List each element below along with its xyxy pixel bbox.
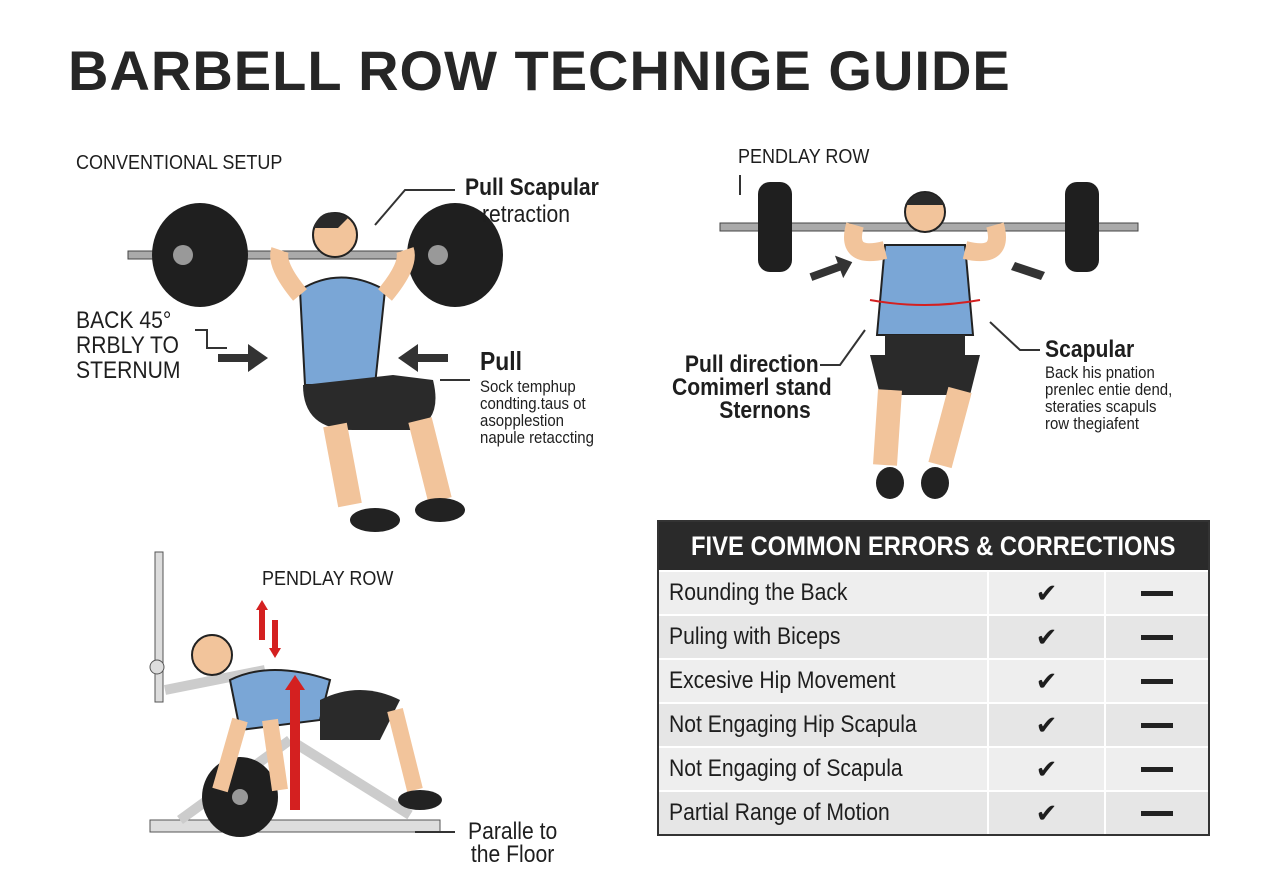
pull-scapular-label: Pull Scapular (465, 174, 599, 201)
line: Sternons (719, 397, 811, 424)
error-label: Rounding the Back (669, 579, 848, 606)
check-icon: ✔ (989, 572, 1106, 614)
line: Paralle to (468, 818, 558, 845)
parallel-floor-label: Paralle to the Floor (468, 818, 558, 868)
error-label: Excesive Hip Movement (669, 667, 896, 694)
table-row: Rounding the Back ✔ (659, 570, 1208, 614)
back-angle-label: BACK 45° RRBLY TO STERNUM (76, 308, 180, 383)
check-icon: ✔ (989, 660, 1106, 702)
scapular-description: Back his pnation prenlec entie dend, ste… (1045, 364, 1172, 432)
check-icon: ✔ (989, 616, 1106, 658)
table-header: FIVE COMMON ERRORS & CORRECTIONS (659, 522, 1208, 570)
desc-line: steraties scapuls (1045, 397, 1157, 416)
line: Comimerl stand (672, 374, 832, 401)
pull-description: Sock temphup condting.taus ot asopplesti… (480, 378, 594, 446)
table-row: Partial Range of Motion ✔ (659, 790, 1208, 834)
arrow-left-icon (398, 344, 448, 372)
dash-icon (1141, 810, 1173, 816)
pull-label: Pull (480, 346, 522, 376)
back-line: BACK 45° (76, 307, 172, 334)
dash-icon (1141, 678, 1173, 684)
page-title: BARBELL ROW TECHNIGE GUIDE (68, 39, 1011, 102)
desc-line: napule retaccting (480, 428, 594, 447)
desc-line: Sock temphup (480, 377, 576, 396)
pull-direction-label: Pull direction Comimerl stand Sternons (672, 351, 832, 424)
desc-line: prenlec entie dend, (1045, 380, 1173, 399)
line: the Floor (470, 841, 555, 868)
error-label: Not Engaging Hip Scapula (669, 711, 917, 738)
line: Pull direction (684, 351, 819, 378)
barbell-conventional (127, 203, 503, 307)
athlete-pendlay-top (844, 191, 1006, 499)
back-line: STERNUM (76, 357, 181, 384)
dash-icon (1141, 590, 1173, 596)
table-row: Excesive Hip Movement ✔ (659, 658, 1208, 702)
dash-icon (1141, 722, 1173, 728)
error-label: Puling with Biceps (669, 623, 841, 650)
pendlay-row-heading-top: PENDLAY ROW (738, 146, 870, 168)
conventional-setup-heading: CONVENTIONAL SETUP (76, 152, 283, 174)
desc-line: asopplestion (480, 411, 565, 430)
dash-icon (1141, 766, 1173, 772)
desc-line: row thegiafent (1045, 414, 1139, 433)
arrow-right-icon (218, 344, 268, 372)
table-row: Puling with Biceps ✔ (659, 614, 1208, 658)
error-label: Not Engaging of Scapula (669, 755, 903, 782)
check-icon: ✔ (989, 748, 1106, 790)
table-row: Not Engaging of Scapula ✔ (659, 746, 1208, 790)
back-line: RRBLY TO (76, 332, 179, 359)
desc-line: condting.taus ot (480, 394, 586, 413)
athlete-pendlay-bottom (191, 634, 442, 810)
red-arrow (290, 690, 300, 810)
error-label: Partial Range of Motion (669, 799, 890, 826)
table-header-text: FIVE COMMON ERRORS & CORRECTIONS (691, 530, 1176, 561)
athlete-conventional (270, 212, 465, 532)
desc-line: Back his pnation (1045, 363, 1155, 382)
check-icon: ✔ (989, 792, 1106, 834)
check-icon: ✔ (989, 704, 1106, 746)
table-row: Not Engaging Hip Scapula ✔ (659, 702, 1208, 746)
dash-icon (1141, 634, 1173, 640)
scapular-label: Scapular (1045, 336, 1135, 363)
errors-table: FIVE COMMON ERRORS & CORRECTIONS Roundin… (657, 520, 1210, 836)
retraction-label: retraction (482, 201, 571, 228)
pendlay-row-heading-bottom: PENDLAY ROW (262, 568, 394, 590)
